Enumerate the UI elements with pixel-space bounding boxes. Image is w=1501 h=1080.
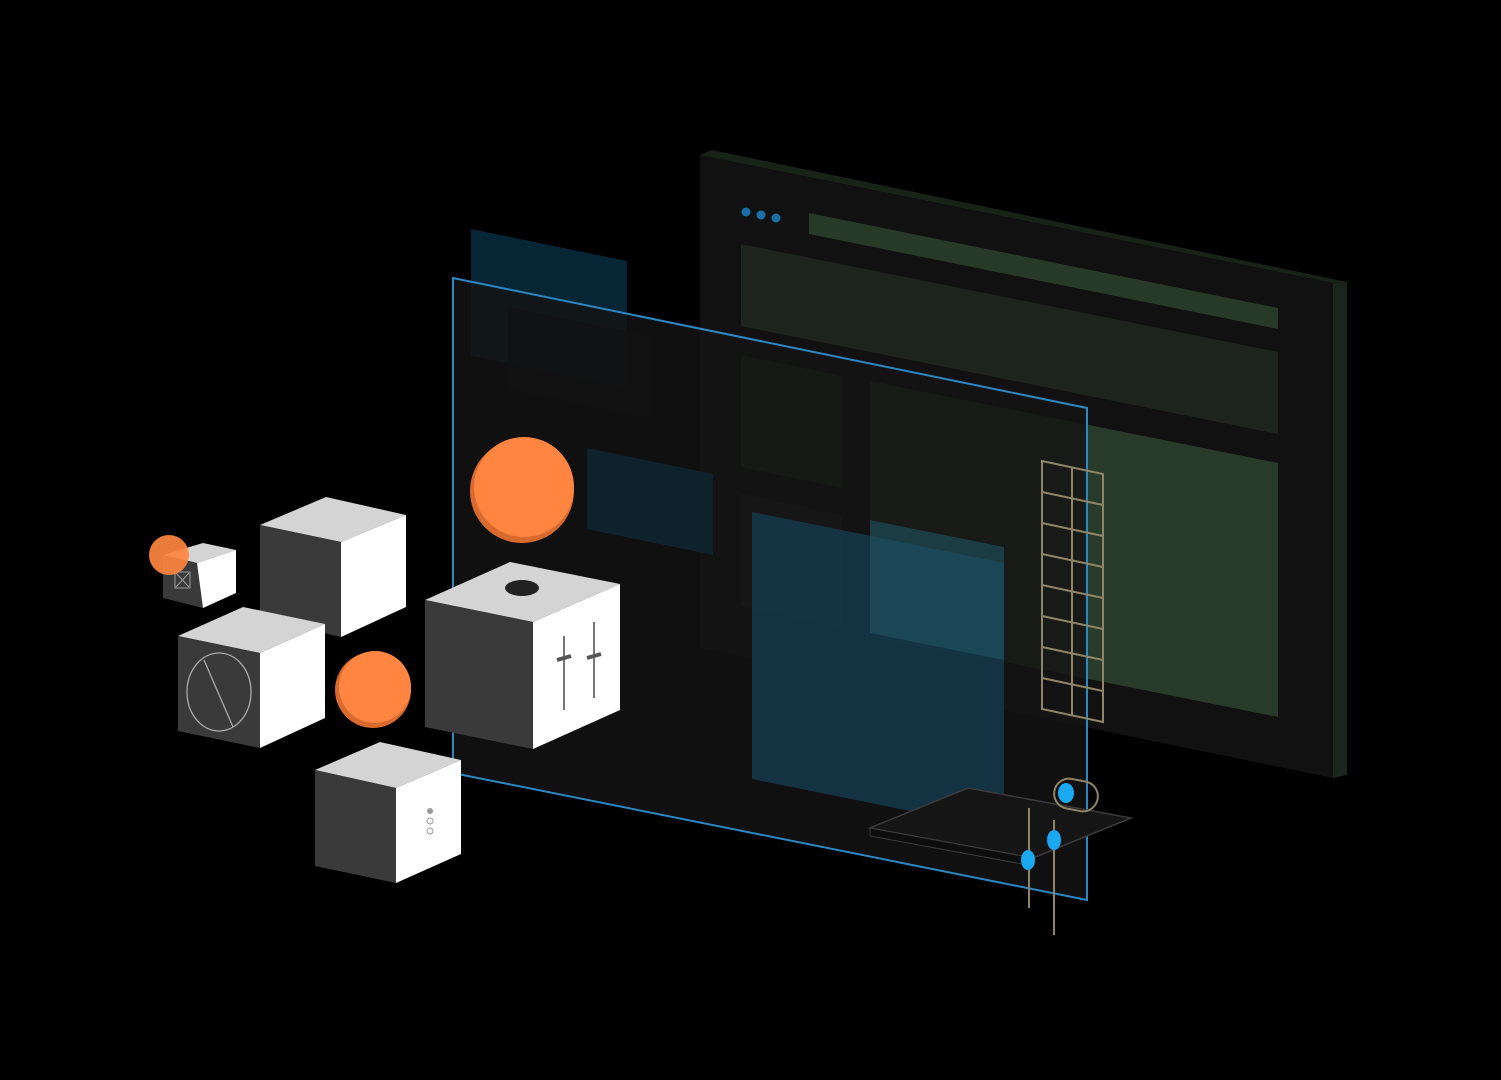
- slider-knob: [1021, 850, 1035, 870]
- glass-panel: [452, 276, 1088, 902]
- cube-plain: [260, 497, 406, 637]
- cube-dial: [178, 607, 325, 748]
- base-tray: [867, 787, 1134, 867]
- header-panel: [741, 244, 1278, 434]
- address-bar: [809, 213, 1278, 329]
- sphere-medium: [335, 651, 411, 728]
- window-dot-icon: [741, 207, 751, 217]
- toggle-switch[interactable]: [1052, 776, 1101, 814]
- sphere-large: [470, 437, 574, 543]
- slider-right[interactable]: [1047, 820, 1061, 935]
- toggle-track: [1053, 777, 1099, 813]
- sphere-small: [149, 535, 189, 575]
- browser-window-top-edge: [700, 150, 1347, 283]
- slider-knob: [1047, 830, 1061, 850]
- browser-window-edge: [1333, 282, 1347, 778]
- window-dot-icon: [771, 213, 781, 223]
- grid-overlay: [1041, 459, 1104, 724]
- cube-sliders: [425, 562, 620, 749]
- glass-card-small: [587, 448, 713, 555]
- knob-hole-icon: [505, 580, 539, 596]
- cube-close-box: [163, 543, 236, 608]
- window-dot-icon: [756, 210, 766, 220]
- dial-icon: [186, 652, 252, 732]
- close-box-icon: [174, 571, 191, 589]
- cube-radio-options: [315, 742, 461, 883]
- toggle-knob: [1058, 783, 1074, 803]
- sliders-icon: [556, 622, 602, 710]
- slider-left[interactable]: [1021, 808, 1035, 908]
- glass-card-teal: [870, 520, 1004, 660]
- radio-options-icon: [426, 808, 434, 835]
